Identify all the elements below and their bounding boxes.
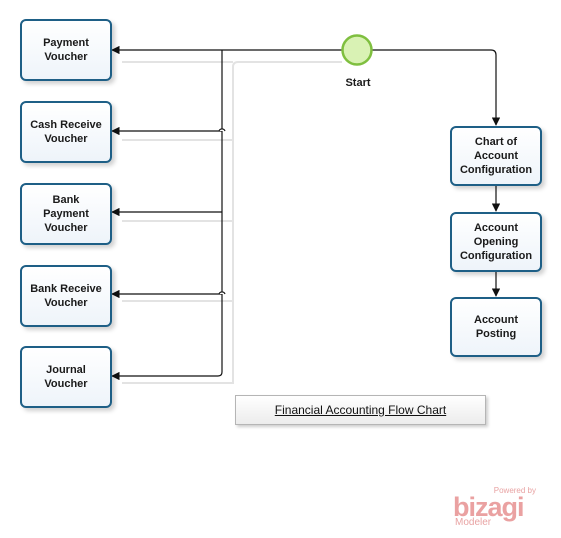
task-journal-voucher[interactable]: Journal Voucher <box>20 346 112 408</box>
connector-shadows <box>122 61 342 384</box>
logo-wordmark: bizagi <box>453 492 525 522</box>
line-jumps <box>218 128 226 295</box>
flow-start-to-chart-of-account <box>372 49 501 126</box>
diagram-title-box[interactable]: Financial Accounting Flow Chart <box>235 395 486 425</box>
start-event-label: Start <box>345 77 371 89</box>
flow-trunk-left <box>111 50 223 381</box>
start-event-circle[interactable] <box>341 34 373 66</box>
task-payment-voucher[interactable]: Payment Voucher <box>20 19 112 81</box>
task-bank-payment-voucher[interactable]: Bank Payment Voucher <box>20 183 112 245</box>
task-account-posting[interactable]: Account Posting <box>450 297 542 357</box>
task-chart-of-account-configuration[interactable]: Chart of Account Configuration <box>450 126 542 186</box>
logo-product: Modeler <box>455 517 492 528</box>
logo-powered-by: Powered by <box>493 486 536 495</box>
task-bank-receive-voucher[interactable]: Bank Receive Voucher <box>20 265 112 327</box>
diagram-title: Financial Accounting Flow Chart <box>274 403 447 417</box>
bizagi-logo: Powered by bizagi Modeler <box>450 486 550 530</box>
task-cash-receive-voucher[interactable]: Cash Receive Voucher <box>20 101 112 163</box>
task-account-opening-configuration[interactable]: Account Opening Configuration <box>450 212 542 272</box>
